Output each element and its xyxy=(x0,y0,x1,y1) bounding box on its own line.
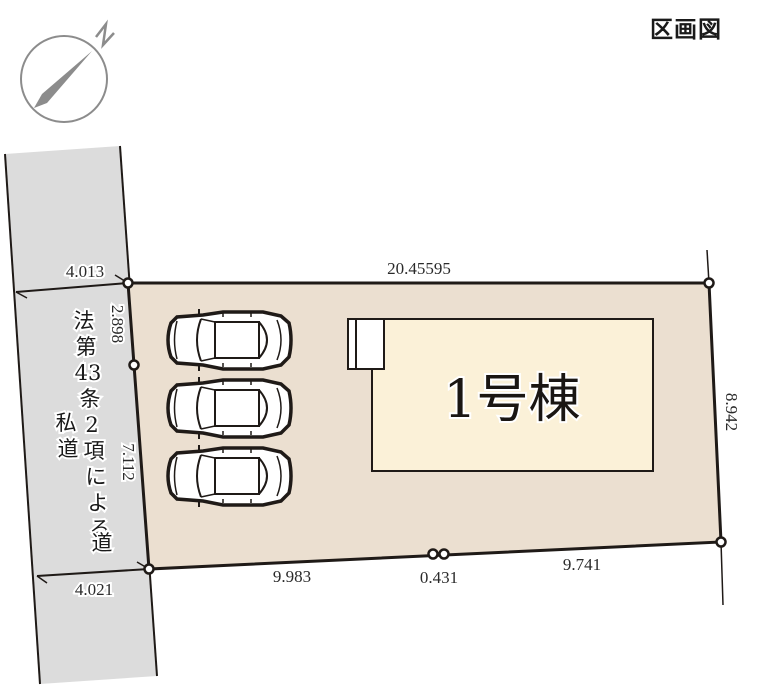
svg-text:項: 項 xyxy=(84,439,105,463)
dim-bottom-right: 9.741 xyxy=(563,555,601,574)
svg-text:私: 私 xyxy=(56,411,77,435)
private-road xyxy=(4,145,158,685)
car-icon xyxy=(166,375,293,441)
page-title: 区画図 xyxy=(650,17,722,43)
dim-top: 20.45595 xyxy=(387,259,451,278)
dim-road-bottom: 4.021 xyxy=(75,580,113,599)
dim-bottom-mid: 0.431 xyxy=(420,568,458,587)
car-icon xyxy=(166,307,293,373)
building-label: 1号棟 xyxy=(443,370,580,430)
dim-bottom-left: 9.983 xyxy=(273,567,311,586)
dim-left-upper: 2.898 xyxy=(108,305,127,343)
svg-text:第: 第 xyxy=(76,335,97,359)
svg-text:条: 条 xyxy=(80,387,101,411)
dim-right: 8.942 xyxy=(722,393,741,431)
svg-text:法: 法 xyxy=(74,309,95,333)
svg-text:43: 43 xyxy=(75,361,102,385)
svg-text:よ: よ xyxy=(88,491,109,515)
dim-left-lower: 7.112 xyxy=(119,443,138,481)
svg-text:道: 道 xyxy=(92,531,113,555)
building-1: 1号棟 xyxy=(347,318,654,472)
svg-text:に: に xyxy=(86,465,107,489)
svg-text:道: 道 xyxy=(58,437,79,461)
dim-road-top: 4.013 xyxy=(66,262,104,281)
svg-text:2: 2 xyxy=(85,413,98,437)
parking-spaces xyxy=(166,307,293,509)
car-icon xyxy=(166,443,293,509)
boundary-markers xyxy=(122,277,727,575)
north-arrow-icon xyxy=(20,19,115,123)
svg-text:る: る xyxy=(90,517,111,541)
road-label: 法 第 43 条 2 項 に よ る 道 私 道 xyxy=(54,307,115,557)
